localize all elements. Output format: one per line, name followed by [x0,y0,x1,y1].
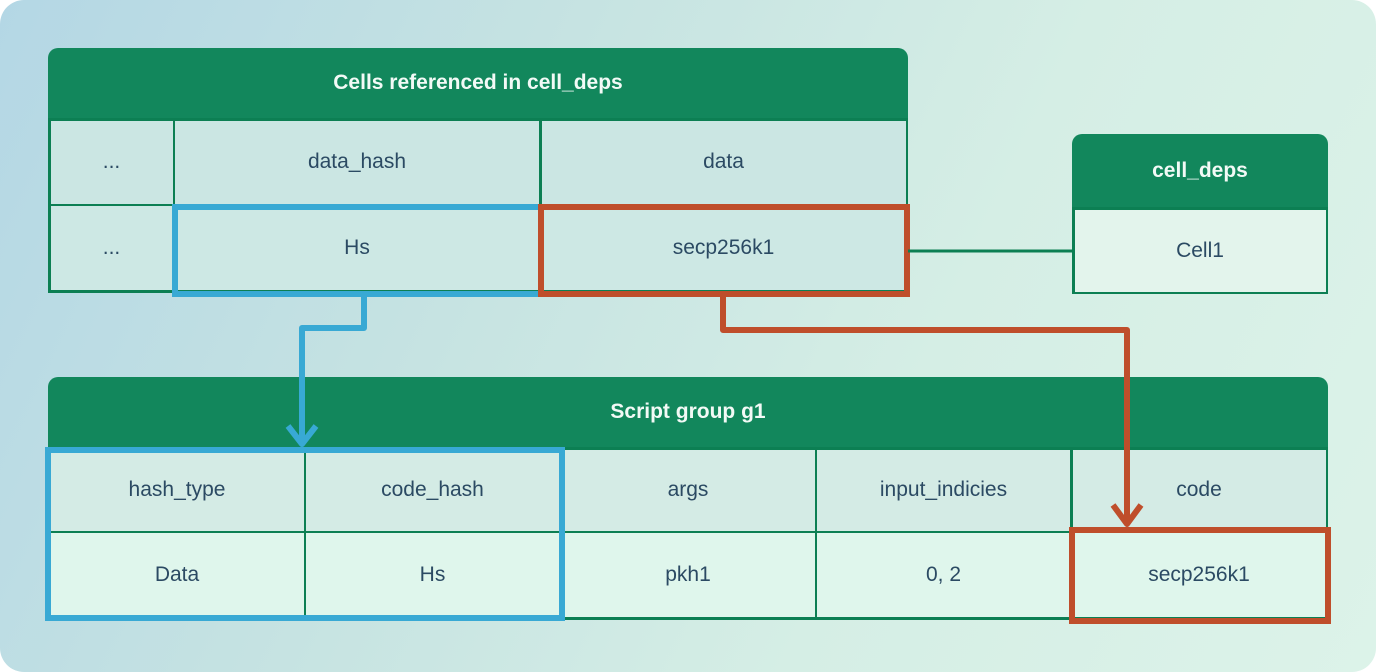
cell-code-value: secp256k1 [1072,533,1326,617]
cell-ellipsis-header: ... [50,120,173,204]
highlight-box-secp256k1-cell [538,204,910,297]
cell-hash-type-header: hash_type [50,449,304,531]
cell-code-hash-value: Hs [306,533,559,617]
table-script-group-title: Script group g1 [48,377,1328,447]
table-cells-referenced-title: Cells referenced in cell_deps [48,48,908,118]
highlight-box-code-cell [1069,527,1331,624]
highlight-box-hash-type-code-hash-columns [45,447,565,621]
table-cell-deps-title: cell_deps [1072,134,1328,207]
cell-input-indicies-value: 0, 2 [817,533,1070,617]
cell-args-value: pkh1 [561,533,815,617]
highlight-box-hs-cell [172,204,544,297]
cell-secp256k1-value: secp256k1 [541,206,906,290]
cell-ellipsis-value: ... [50,206,173,290]
table-cell-deps-body: Cell1 [1072,207,1328,294]
cell-args-header: args [561,449,815,531]
table-cell-deps: cell_deps Cell1 [1072,134,1328,294]
cell-input-indicies-header: input_indicies [817,449,1070,531]
cell-cell1-value: Cell1 [1074,209,1326,292]
cell-data-header: data [541,120,906,204]
cell-code-header: code [1072,449,1326,531]
cell-data-hash-header: data_hash [175,120,539,204]
cell-hash-type-value: Data [50,533,304,617]
cell-code-hash-header: code_hash [306,449,559,531]
cell-hs-value: Hs [175,206,539,290]
